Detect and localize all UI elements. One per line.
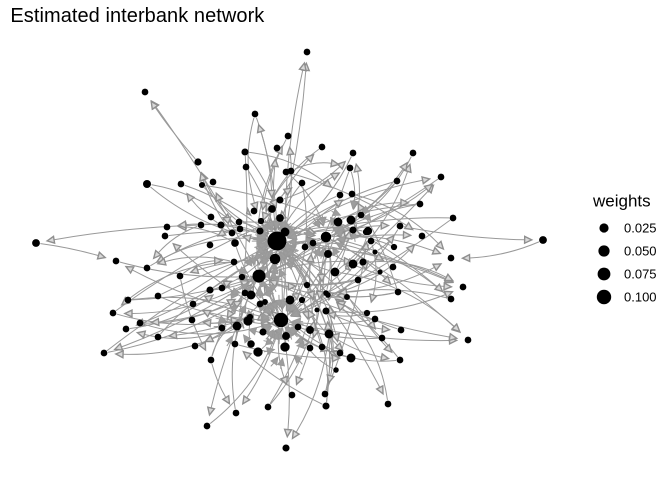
svg-text:Estimated interbank network: Estimated interbank network [10,5,265,27]
svg-text:0.050: 0.050 [624,244,657,259]
svg-text:weights: weights [592,192,651,211]
svg-text:0.075: 0.075 [624,267,657,282]
svg-text:0.100: 0.100 [624,290,657,305]
svg-text:0.025: 0.025 [624,221,657,236]
